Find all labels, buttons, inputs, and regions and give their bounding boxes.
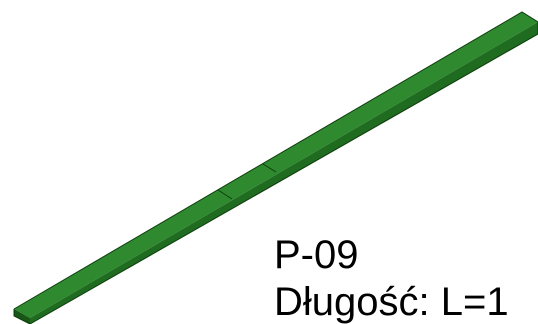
beam-side-face [30,22,538,324]
part-code-label: P-09 [274,233,359,277]
beam-joint-line [217,189,233,200]
beam-outline [13,11,538,324]
beam [13,11,538,324]
beam-end-face [14,309,30,324]
beam-joint-line [262,163,277,173]
length-label: Długość: L=1 [274,280,509,324]
beam-top-face [14,12,538,318]
